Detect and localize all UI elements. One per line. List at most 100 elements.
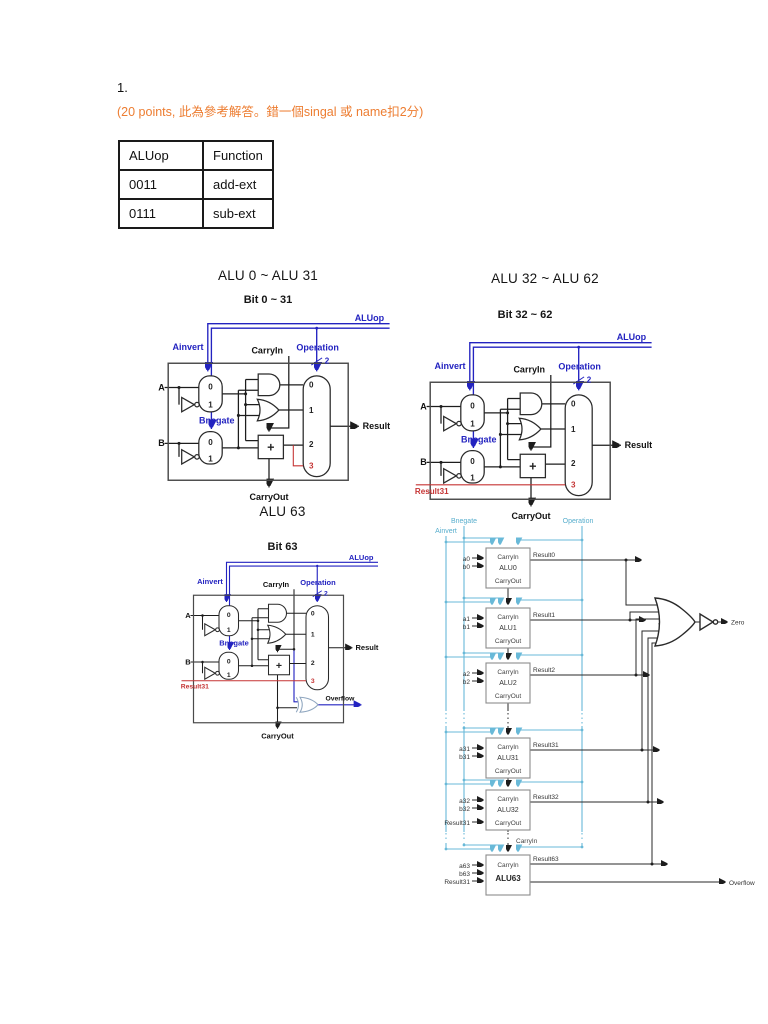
gates: [204, 603, 330, 713]
svg-text:1: 1: [470, 419, 475, 428]
svg-text:3: 3: [311, 678, 315, 685]
svg-text:a63: a63: [459, 863, 470, 870]
svg-text:0: 0: [208, 382, 213, 391]
op-width-label: 2: [325, 356, 330, 365]
adder: [519, 453, 547, 479]
adder-to-mux3-wire: [292, 445, 304, 467]
carryout-label: CarryOut: [249, 492, 288, 502]
a-mux: [218, 605, 240, 637]
carryin-to-xor-wire: [293, 649, 299, 703]
svg-text:0: 0: [311, 611, 315, 618]
alu-unit-name: ALU0: [499, 565, 517, 572]
ellipsis-dashes: [445, 713, 583, 842]
carryin-mid-label: CarryIn: [516, 838, 538, 845]
svg-text:Ainvert: Ainvert: [434, 361, 465, 371]
svg-text:b63: b63: [459, 871, 470, 878]
svg-text:CarryIn: CarryIn: [497, 862, 519, 869]
diagram3-title: ALU 63: [259, 504, 306, 519]
table-cell: 0011: [118, 169, 204, 200]
svg-text:1: 1: [470, 473, 475, 482]
input-a-label: A: [158, 382, 165, 392]
svg-text:ALUop: ALUop: [349, 553, 374, 562]
diagram1-title: ALU 0 ~ ALU 31: [218, 268, 318, 283]
svg-text:B: B: [420, 457, 427, 467]
result31-feedback-label: Result31: [444, 820, 470, 827]
adder: [257, 434, 285, 460]
operation-rail-label: Operation: [563, 518, 594, 525]
svg-text:2: 2: [571, 459, 576, 468]
table-row: 0111 sub-ext: [118, 198, 274, 229]
svg-text:Bnegate: Bnegate: [461, 435, 497, 445]
bnegate-label: Bnegate: [199, 416, 235, 426]
carryin-label: CarryIn: [251, 345, 283, 355]
zero-label: Zero: [731, 620, 745, 627]
svg-text:2: 2: [587, 375, 592, 384]
alu-box: [192, 594, 345, 724]
svg-text:CarryIn: CarryIn: [513, 364, 545, 374]
svg-text:Result: Result: [356, 643, 379, 652]
svg-text:b31: b31: [459, 754, 470, 761]
ainvert-rail-label: Ainvert: [435, 528, 457, 535]
svg-text:CarryIn: CarryIn: [497, 796, 519, 803]
aluop-label: ALUop: [355, 313, 385, 323]
diagram3-bit-label: Bit 63: [267, 541, 298, 553]
labels: ALUop Ainvert Bnegate CarryIn Operation …: [415, 332, 652, 521]
data-wires: [190, 589, 362, 729]
table-header-function: Function: [202, 140, 274, 171]
svg-text:Result0: Result0: [533, 552, 555, 559]
input-b-label: B: [158, 438, 165, 448]
alu-unit-name: ALU2: [499, 680, 517, 687]
svg-text:0: 0: [470, 401, 475, 410]
overflow-label: Overflow: [729, 880, 755, 887]
svg-text:b1: b1: [463, 624, 471, 631]
question-number: 1.: [117, 80, 128, 95]
alu-unit-name: ALU32: [497, 807, 519, 814]
svg-text:b0: b0: [463, 564, 471, 571]
svg-text:1: 1: [227, 672, 231, 679]
svg-text:a31: a31: [459, 746, 470, 753]
svg-text:CarryIn: CarryIn: [497, 614, 519, 621]
b-mux: [198, 431, 223, 465]
a-inverter: [443, 415, 458, 432]
svg-text:b2: b2: [463, 679, 471, 686]
svg-text:A: A: [420, 401, 427, 411]
svg-text:Operation: Operation: [558, 362, 601, 372]
a-inverter: [204, 622, 217, 637]
ainvert-label: Ainvert: [172, 342, 203, 352]
svg-text:CarryOut: CarryOut: [495, 768, 522, 775]
svg-text:Result32: Result32: [533, 794, 559, 801]
svg-text:1: 1: [311, 632, 315, 639]
svg-text:2: 2: [311, 660, 315, 667]
svg-text:a32: a32: [459, 798, 470, 805]
or-gate: [256, 398, 280, 422]
svg-text:CarryIn: CarryIn: [497, 554, 519, 561]
b-mux: [218, 651, 240, 680]
zero-logic: Zero: [653, 597, 745, 647]
adder-plus: +: [267, 440, 274, 454]
svg-text:+: +: [276, 660, 282, 672]
svg-text:Result2: Result2: [533, 667, 555, 674]
aluop-function-table: ALUop Function 0011 add-ext 0111 sub-ext: [118, 140, 274, 229]
svg-text:B: B: [185, 657, 191, 666]
svg-text:0: 0: [227, 612, 231, 619]
svg-text:3: 3: [571, 481, 576, 490]
chain-unit-alu32: CarryIn ALU32 CarryOut a32 b32 Result31 …: [444, 778, 584, 831]
svg-text:0: 0: [470, 457, 475, 466]
svg-text:0: 0: [571, 400, 576, 409]
svg-text:Result: Result: [625, 440, 653, 450]
table-row: ALUop Function: [118, 140, 274, 171]
alu-box: [167, 362, 349, 481]
alu-diagram-63: ALUop Ainvert Bnegate CarryIn Operation …: [181, 553, 379, 741]
table-header-aluop: ALUop: [118, 140, 204, 171]
and-gate: [257, 373, 281, 397]
b-inverter: [443, 467, 458, 485]
result-mux: [305, 605, 330, 691]
overflow-label: Overflow: [326, 695, 356, 702]
and-gate: [267, 603, 288, 623]
svg-text:1: 1: [208, 400, 213, 409]
svg-text:CarryOut: CarryOut: [495, 578, 522, 585]
svg-text:CarryOut: CarryOut: [261, 732, 294, 741]
svg-text:1: 1: [309, 406, 314, 415]
svg-text:0: 0: [208, 438, 213, 447]
svg-text:1: 1: [571, 425, 576, 434]
